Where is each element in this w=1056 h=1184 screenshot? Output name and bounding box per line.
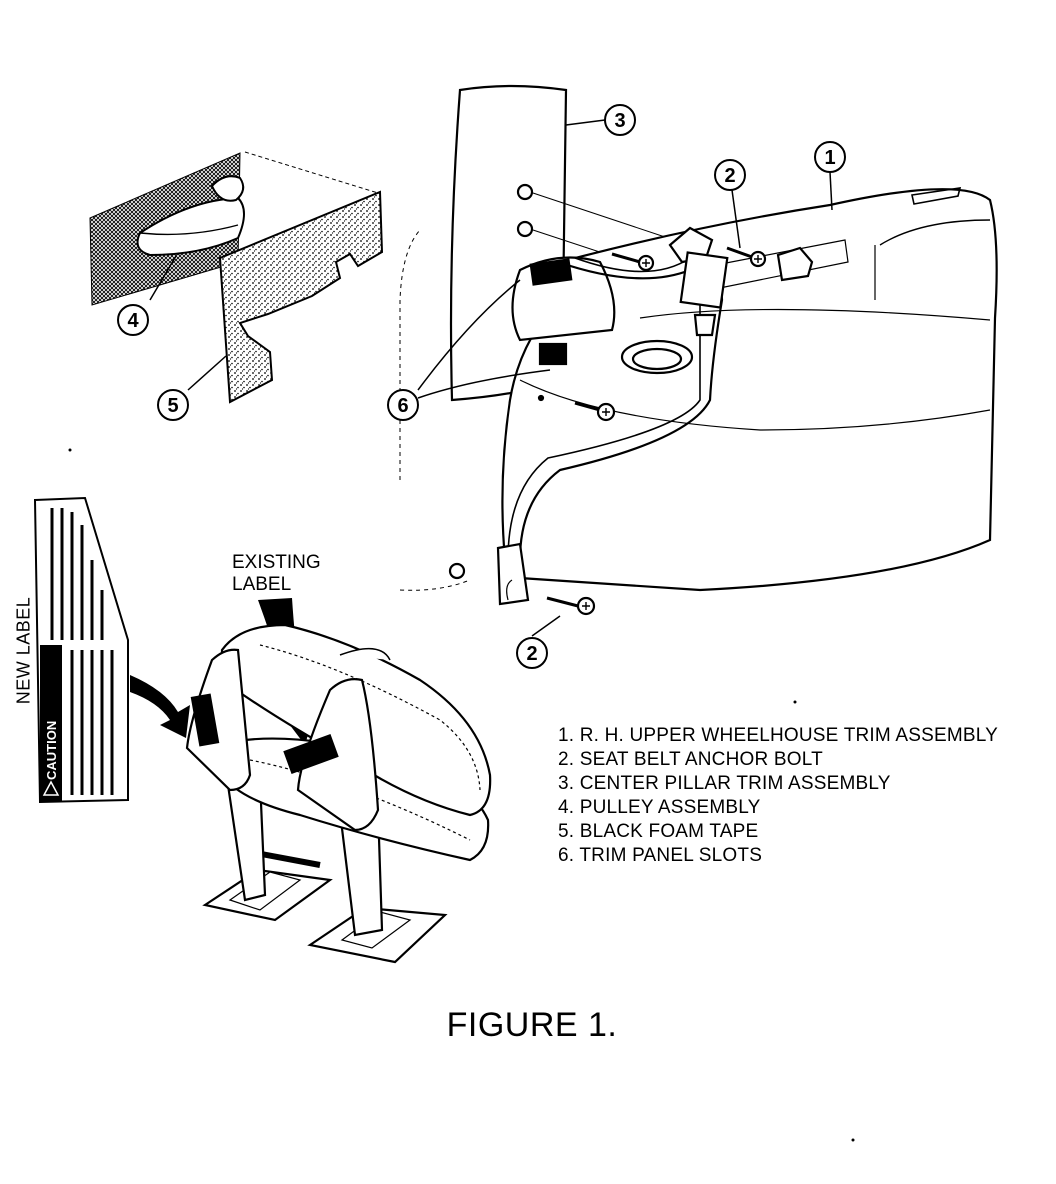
screw-icon [574, 401, 616, 422]
svg-text:2: 2 [526, 643, 537, 665]
legend-item: 4. PULLEY ASSEMBLY [558, 797, 761, 818]
legend-item: 6. TRIM PANEL SLOTS [558, 845, 763, 866]
new-label-decal: CAUTION [33, 496, 129, 804]
existing-label-plate [190, 693, 220, 747]
pillar-hole [516, 183, 534, 201]
anchor-bolt-icon [726, 246, 767, 268]
svg-text:3: 3 [614, 110, 625, 132]
pillar-hole [516, 220, 534, 238]
legend-item: 2. SEAT BELT ANCHOR BOLT [558, 749, 823, 770]
existing-label-title: EXISTING LABEL [232, 552, 321, 596]
trim-cap [776, 246, 814, 282]
svg-text:1: 1 [824, 147, 835, 169]
svg-text:6: 6 [397, 395, 408, 417]
existing-label-plate [283, 734, 339, 774]
legend-item: 1. R. H. UPPER WHEELHOUSE TRIM ASSEMBLY [558, 725, 998, 746]
svg-text:5: 5 [167, 395, 178, 417]
callout-1: 1 [814, 141, 846, 173]
wheelhouse-trim [501, 188, 998, 592]
figure-caption: FIGURE 1. [0, 1006, 1056, 1045]
wheelhouse-assembly [399, 84, 998, 637]
trim-panel-slot [529, 258, 573, 286]
figure-caption-text: FIGURE 1. [446, 1006, 618, 1044]
warning-triangle-icon [42, 780, 60, 796]
arrow-new-label-icon [130, 675, 190, 738]
lower-belt-anchor [496, 542, 530, 606]
anchor-bolt-icon [546, 596, 596, 616]
new-label-title: NEW LABEL [13, 596, 34, 705]
mounting-hole [448, 562, 466, 580]
parts-legend: 1. R. H. UPPER WHEELHOUSE TRIM ASSEMBLY … [558, 724, 998, 868]
caution-heading: CAUTION [44, 721, 59, 780]
legend-item: 5. BLACK FOAM TAPE [558, 821, 759, 842]
trim-panel-slot [538, 342, 568, 366]
svg-text:4: 4 [127, 310, 139, 332]
belt-buckle-tongue [679, 251, 729, 309]
existing-label-line1: EXISTING [232, 552, 321, 573]
legend-item: 3. CENTER PILLAR TRIM ASSEMBLY [558, 773, 891, 794]
callout-3: 3 [604, 104, 636, 136]
anchor-bolt-icon [611, 252, 655, 272]
seat-belt-webbing [518, 260, 724, 561]
jump-seat [185, 623, 492, 964]
foam-tape [218, 190, 384, 404]
existing-label-line2: LABEL [232, 574, 292, 595]
callout-2-upper: 2 [714, 159, 746, 191]
pulley-detail [89, 151, 384, 404]
callout-2-lower: 2 [516, 637, 548, 669]
callout-6: 6 [387, 389, 419, 421]
callout-4: 4 [117, 304, 149, 336]
callout-5: 5 [157, 389, 189, 421]
svg-text:2: 2 [724, 165, 735, 187]
pulley-body-icon [136, 196, 245, 257]
